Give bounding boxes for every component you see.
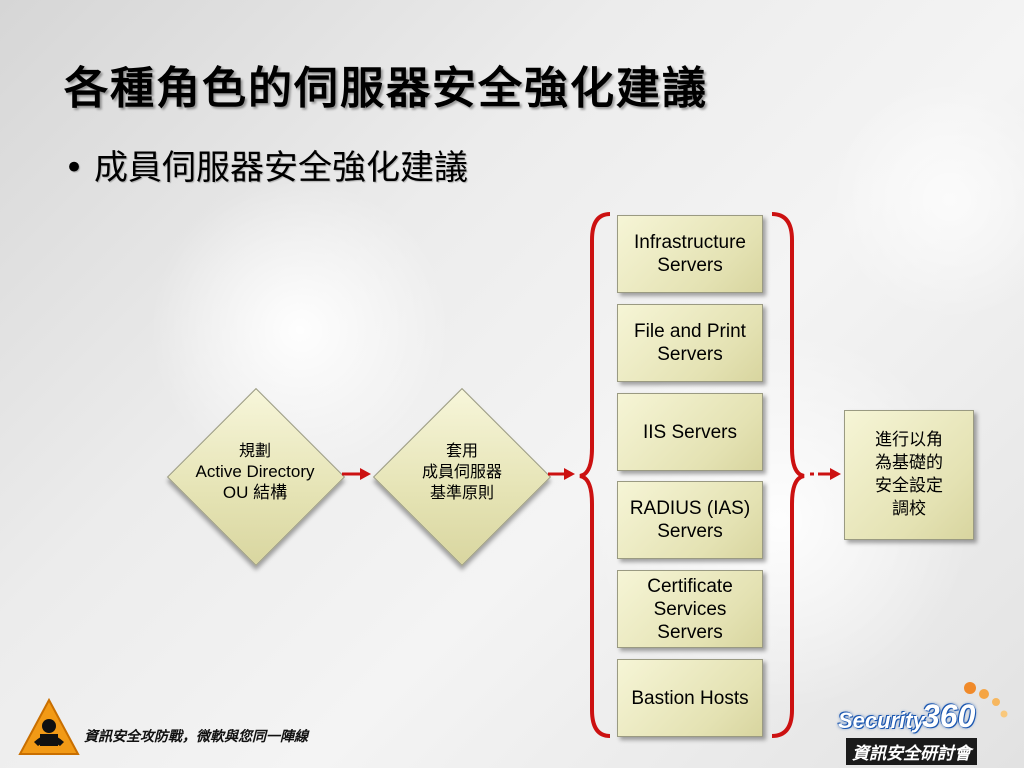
role-box-radius: RADIUS (IAS)Servers [617, 481, 763, 559]
brand-subtitle: 資訊安全研討會 [846, 738, 977, 765]
arrow-roles-to-result [810, 468, 841, 480]
brand-name: Security [838, 708, 925, 733]
arrow-step2-to-roles [548, 468, 575, 480]
role-line2: Servers [657, 344, 723, 365]
role-line2: Servers [657, 255, 723, 276]
step2-line2: 成員伺服器 [421, 462, 502, 481]
brand-dots-icon [964, 682, 1008, 718]
footer-tagline: 資訊安全攻防戰，微軟與您同一陣線 [84, 729, 308, 745]
role-line1: Infrastructure [634, 232, 746, 253]
role-line1: Certificate [647, 575, 733, 597]
role-line1: RADIUS (IAS) [629, 498, 751, 519]
warning-triangle-icon [18, 698, 80, 755]
role-box-iis: IIS Servers [617, 393, 763, 471]
role-line2: Services [653, 598, 727, 620]
brand-logo: Security 360 資訊安全研討會 [832, 680, 1022, 766]
step1-line3: OU 結構 [222, 483, 288, 502]
result-line1: 進行以角 [875, 430, 943, 450]
bullet-item: •成員伺服器安全強化建議 [64, 140, 468, 189]
arrow-step1-to-step2 [342, 468, 371, 480]
role-line3: Servers [657, 621, 723, 643]
step1-label: 規劃 Active Directory OU 結構 [170, 440, 340, 503]
step2-label: 套用 成員伺服器 基準原則 [382, 440, 542, 503]
role-line1: File and Print [634, 321, 746, 342]
result-line4: 調校 [892, 499, 926, 519]
bullet-icon: • [64, 148, 85, 188]
role-box-bastion: Bastion Hosts [617, 659, 763, 737]
step2-line3: 基準原則 [429, 483, 494, 502]
brand-number: 360 [922, 698, 976, 734]
step2-line1: 套用 [445, 441, 478, 460]
result-box: 進行以角 為基礎的 安全設定 調校 [844, 410, 974, 540]
result-line2: 為基礎的 [875, 453, 943, 473]
role-line2: Servers [657, 521, 723, 542]
role-line1: IIS Servers [643, 421, 737, 443]
role-line1: Bastion Hosts [631, 687, 749, 709]
left-brace [579, 212, 611, 738]
bullet-text: 成員伺服器安全強化建議 [94, 148, 468, 188]
step1-line1: 規劃 [238, 441, 271, 460]
step1-line2: Active Directory [195, 462, 315, 481]
slide-title: 各種角色的伺服器安全強化建議 [64, 63, 708, 114]
right-brace [771, 212, 805, 738]
result-line3: 安全設定 [875, 476, 943, 496]
